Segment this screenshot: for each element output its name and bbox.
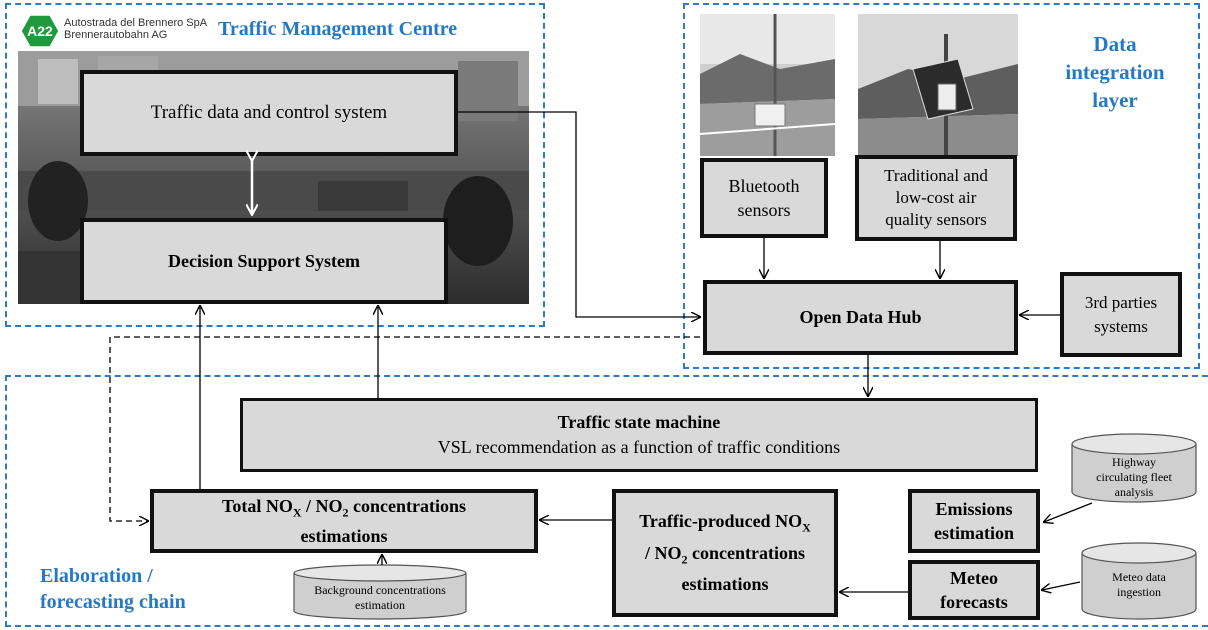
total-no-line-2: estimations [300,526,388,547]
open-data-hub-label: Open Data Hub [799,307,922,327]
total-no-sub-x: X [292,505,302,520]
tmc-title: Traffic Management Centre [218,18,458,40]
traffic-no-line2-suffix: concentrations [687,542,805,563]
data-layer-group-frame [683,3,1200,369]
state-machine-title: Traffic state machine [557,412,721,432]
fleet-db-line-1: Highway [1112,455,1156,469]
meteo-db-to-meteo-forecasts-arrow [1042,581,1081,590]
chain-title-line-1: Elaboration / [40,565,153,587]
fleet-db-line-2: circulating fleet [1096,470,1172,484]
total-no-box: Total NOX / NO2 concentrations estimatio… [150,489,538,553]
third-parties-line-1: 3rd parties [1084,292,1158,312]
hub-to-total-no-dashed-connector [109,336,700,521]
emissions-line-2: estimation [934,523,1014,543]
background-concentrations-database-icon: Background concentrations estimation [292,563,468,621]
fleet-db-line-3: analysis [1114,485,1154,499]
traffic-no-prefix: Traffic-produced NO [639,510,803,531]
fleet-db-to-emissions-arrow [1044,502,1093,522]
traffic-no-line2-prefix: / NO [645,542,682,563]
meteo-db-line-1: Meteo data [1112,570,1166,584]
a22-logo: A22 [20,14,60,48]
background-db-line-2: estimation [355,598,405,612]
traffic-state-machine-box: Traffic state machine VSL recommendation… [240,398,1038,472]
traffic-to-hub-connector [458,111,700,317]
traffic-no-sub-x: X [802,520,811,535]
logo-badge-text: A22 [27,23,53,39]
chain-title: Elaboration / forecasting chain [40,563,240,615]
airq-line-3: quality sensors [885,210,987,229]
total-no-line-1: Total NOX / NO2 concentrations [222,494,466,525]
bluetooth-line-1: Bluetooth [728,176,800,196]
meteo-forecasts-box: Meteo forecasts [908,560,1040,620]
traffic-no-sub-2: 2 [681,552,688,567]
decision-support-label: Decision Support System [167,250,360,271]
third-parties-line-2: systems [1094,316,1148,336]
open-data-hub-box: Open Data Hub [703,280,1018,355]
emissions-estimation-box: Emissions estimation [908,489,1040,553]
meteo-line-1: Meteo [950,568,998,588]
bluetooth-sensors-box: Bluetooth sensors [700,158,828,238]
data-layer-title: Data integration layer [1050,30,1180,114]
bluetooth-line-2: sensors [737,200,791,220]
emissions-line-1: Emissions [935,499,1013,519]
air-quality-sensors-box: Traditional and low-cost air quality sen… [855,155,1017,241]
total-no-sub-2: 2 [342,505,349,520]
airq-line-2: low-cost air [895,188,977,207]
air-quality-sensor-photo [858,14,1018,156]
decision-support-box: Decision Support System [80,218,448,304]
tmc-group-frame [5,3,545,327]
traffic-produced-no-box: Traffic-produced NOX / NO2 concentration… [612,489,838,617]
data-layer-title-line-1: Data [1093,32,1137,56]
meteo-line-2: forecasts [940,592,1008,612]
total-no-suffix: concentrations [348,495,467,516]
traffic-no-line-2: / NO2 concentrations [639,541,811,573]
logo-company-name: Autostrada del Brennero SpA Brennerautob… [64,17,207,41]
traffic-data-control-box: Traffic data and control system [80,70,458,156]
data-layer-title-line-2: integration [1065,60,1165,84]
bluetooth-sensor-photo [700,14,835,156]
chain-title-line-2: forecasting chain [40,591,186,613]
background-db-line-1: Background concentrations [314,583,446,597]
total-no-prefix: Total NO [221,495,293,516]
fleet-analysis-database-icon: Highway circulating fleet analysis [1070,433,1198,503]
meteo-data-database-icon: Meteo data ingestion [1080,542,1198,620]
traffic-data-control-label: Traffic data and control system [150,102,388,123]
traffic-no-line-1: Traffic-produced NOX [639,509,811,541]
total-no-mid: / NO [301,495,343,516]
third-parties-box: 3rd parties systems [1060,272,1182,357]
state-machine-subtitle: VSL recommendation as a function of traf… [437,437,841,457]
logo-line-2: Brennerautobahn AG [64,29,168,41]
logo-line-1: Autostrada del Brennero SpA [64,17,208,29]
data-layer-title-line-3: layer [1092,88,1138,112]
airq-line-1: Traditional and [884,166,988,185]
traffic-no-line-3: estimations [681,574,769,595]
meteo-db-line-2: ingestion [1117,585,1161,599]
chain-group-frame [5,375,1208,627]
